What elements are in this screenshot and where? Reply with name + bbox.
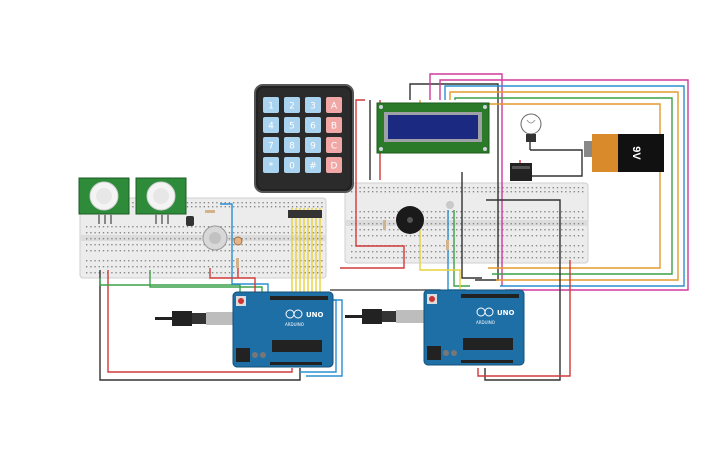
keypad-key-star[interactable]: * <box>263 157 279 173</box>
transistor[interactable] <box>186 216 194 226</box>
keypad-key-label: 8 <box>289 142 295 152</box>
usb-cable-right[interactable] <box>345 309 436 324</box>
keypad-key-label: 3 <box>310 102 316 112</box>
keypad-key-9[interactable]: 9 <box>305 137 321 153</box>
keypad[interactable]: 1 2 3 A 4 5 6 B 7 8 9 C * 0 # D <box>254 84 354 193</box>
battery[interactable]: 9V <box>584 134 664 172</box>
keypad-key-label: 1 <box>268 102 274 112</box>
keypad-key-label: 2 <box>289 102 295 112</box>
keypad-key-c[interactable]: C <box>326 137 342 153</box>
keypad-key-label: 0 <box>289 162 295 172</box>
keypad-key-4[interactable]: 4 <box>263 117 279 133</box>
lightbulb[interactable] <box>520 113 542 142</box>
arduino-left[interactable]: UNO ARDUINO <box>232 291 334 368</box>
keypad-key-7[interactable]: 7 <box>263 137 279 153</box>
keypad-key-1[interactable]: 1 <box>263 97 279 113</box>
buzzer[interactable] <box>396 206 424 234</box>
keypad-key-label: D <box>331 162 338 172</box>
keypad-key-0[interactable]: 0 <box>284 157 300 173</box>
keypad-key-2[interactable]: 2 <box>284 97 300 113</box>
keypad-key-hash[interactable]: # <box>305 157 321 173</box>
keypad-key-label: 5 <box>289 122 295 132</box>
keypad-key-d[interactable]: D <box>326 157 342 173</box>
arduino-right-sub: ARDUINO <box>476 320 495 325</box>
relay[interactable] <box>510 163 532 181</box>
lcd-display[interactable] <box>376 102 490 154</box>
keypad-key-label: 6 <box>310 122 316 132</box>
keypad-key-label: 9 <box>310 142 316 152</box>
keypad-key-a[interactable]: A <box>326 97 342 113</box>
breadboard-right[interactable] <box>344 182 589 264</box>
keypad-key-label: A <box>331 102 338 112</box>
pir-sensor-2[interactable] <box>135 177 187 224</box>
arduino-right[interactable]: UNO ARDUINO <box>423 289 525 366</box>
keypad-key-6[interactable]: 6 <box>305 117 321 133</box>
keypad-key-label: B <box>331 122 337 132</box>
keypad-key-label: 7 <box>268 142 274 152</box>
arduino-right-brand: UNO <box>497 309 515 317</box>
keypad-key-5[interactable]: 5 <box>284 117 300 133</box>
arduino-left-brand: UNO <box>306 311 324 319</box>
keypad-key-label: 4 <box>268 122 274 132</box>
keypad-key-b[interactable]: B <box>326 117 342 133</box>
pir-sensor-1[interactable] <box>78 177 130 224</box>
keypad-key-3[interactable]: 3 <box>305 97 321 113</box>
led[interactable] <box>446 201 454 209</box>
resistor-right-1[interactable] <box>383 220 386 230</box>
resistor-left-2[interactable] <box>236 258 239 268</box>
photoresistor[interactable] <box>233 236 243 246</box>
usb-cable-left[interactable] <box>155 311 246 326</box>
wires <box>99 73 689 381</box>
keypad-header[interactable] <box>288 210 322 218</box>
keypad-key-label: C <box>331 142 337 152</box>
keypad-key-8[interactable]: 8 <box>284 137 300 153</box>
potentiometer[interactable] <box>202 225 228 251</box>
keypad-key-label: # <box>309 162 317 172</box>
battery-label: 9V <box>630 146 642 160</box>
keypad-key-label: * <box>269 162 274 172</box>
arduino-left-sub: ARDUINO <box>285 322 304 327</box>
resistor-right-2[interactable] <box>446 240 449 250</box>
resistor-left-1[interactable] <box>205 210 215 213</box>
